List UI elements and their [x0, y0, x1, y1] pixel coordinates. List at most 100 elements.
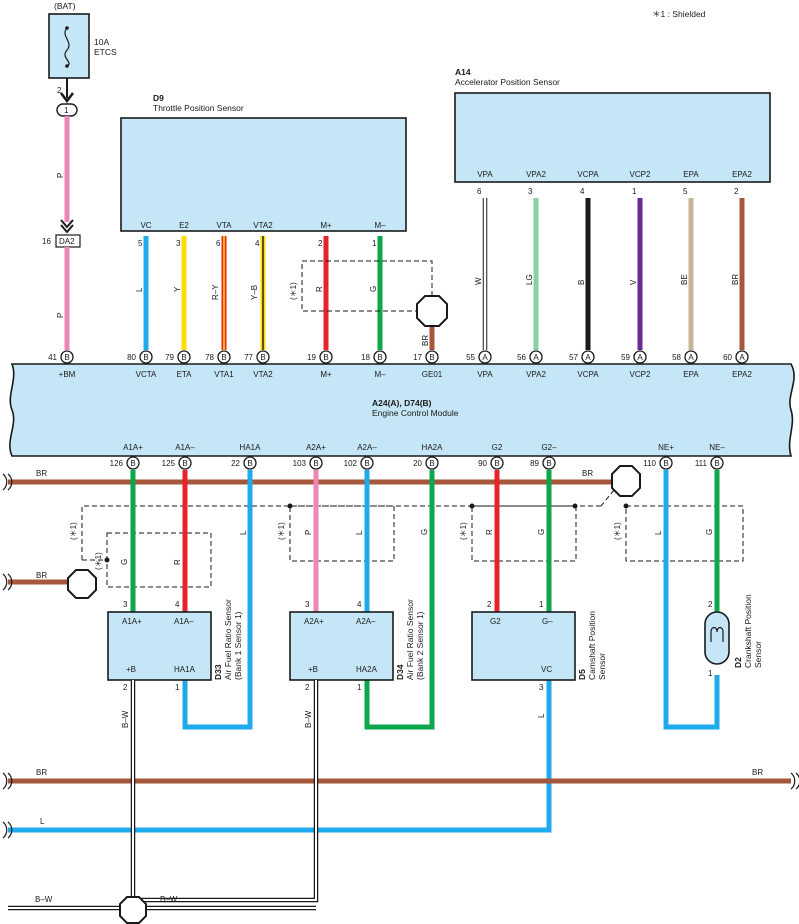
a14-wire-label: BE — [680, 274, 689, 285]
a14-wire-label: V — [629, 279, 638, 285]
fuse-name: ETCS — [94, 47, 117, 57]
ecm-bottom-pin-circle — [542, 456, 556, 470]
ecm-top-pin-conn: B — [221, 353, 226, 362]
bw-lbl-3: B–W — [35, 895, 53, 904]
w-g-3: G — [537, 529, 546, 535]
ecm-bottom-pin-circle — [178, 456, 192, 470]
d33-name1: Air Fuel Ratio Sensor — [223, 599, 233, 680]
fuse-amp: 10A — [94, 37, 109, 47]
ecm-top-pin-conn: B — [181, 353, 186, 362]
ecm-top-pin-circle — [319, 350, 333, 364]
a14-pin-label: VPA — [477, 170, 493, 179]
junction-name: DA2 — [59, 237, 75, 246]
ecm-name: Engine Control Module — [372, 408, 459, 418]
ecm-top-pin-num: 58 — [672, 353, 681, 362]
d9-pin-label: VC — [140, 221, 151, 230]
d2-box — [704, 611, 730, 665]
ecm-top-pin-label: VCP2 — [630, 370, 651, 379]
ecm-top-pin-conn: A — [739, 353, 745, 362]
wire-yb-vta2: Y–B — [250, 285, 259, 300]
br-label-5: BR — [752, 768, 763, 777]
d5-br: VC — [541, 665, 552, 674]
wire-shield-d9: (＊1) — [289, 282, 298, 300]
ecm-top-pin-conn: A — [637, 353, 643, 362]
d5-box — [471, 611, 576, 681]
ecm-top-pin-circle — [735, 350, 749, 364]
ecm-top-pin-label: VTA2 — [253, 370, 273, 379]
a14-pin-num: 2 — [734, 187, 739, 196]
ecm-bottom-pin-label: A1A– — [175, 443, 195, 452]
d34-name1: Air Fuel Ratio Sensor — [405, 599, 415, 680]
d9-pin-label: E2 — [179, 221, 189, 230]
w-g-2: G — [420, 529, 429, 535]
a14-box — [454, 92, 771, 183]
wire-br-ge: BR — [421, 335, 430, 346]
ecm-bottom-pin-conn: B — [364, 459, 369, 468]
d34-br: HA2A — [356, 665, 378, 674]
br-label-4: BR — [36, 768, 47, 777]
conn-1-num: 1 — [64, 106, 69, 115]
ecm-top-pin-label: VPA — [477, 370, 493, 379]
ecm-bottom-pin-circle — [490, 456, 504, 470]
ecm-bottom-pin-conn: B — [313, 459, 318, 468]
bw-lbl-1: B–W — [121, 710, 130, 728]
ecm-bottom-pin-num: 90 — [478, 459, 487, 468]
ecm-top-pin-label: ETA — [177, 370, 193, 379]
d5-tr: G– — [542, 617, 553, 626]
shield-dots — [104, 503, 629, 563]
d33-n-br: 1 — [175, 683, 180, 692]
ecm-top-pin-num: 19 — [307, 353, 316, 362]
d33-bl: +B — [126, 665, 136, 674]
ecm-bottom-pin-num: 126 — [110, 459, 124, 468]
sensor-wires — [8, 470, 791, 833]
ecm-top-pin-circle — [217, 350, 231, 364]
ecm-bottom-pin-conn: B — [130, 459, 135, 468]
ecm-bottom-pin-num: 111 — [695, 459, 708, 468]
ecm-top-pin-conn: B — [377, 353, 382, 362]
ecm-bottom-pin-num: 125 — [162, 459, 176, 468]
ecm-bottom-pins: A1A+B126A1A–B125HA1AB22A2A+B103A2A–B102H… — [110, 443, 725, 470]
shield-lbl-3: (＊1) — [277, 522, 286, 540]
d9-code: D9 — [153, 93, 164, 103]
d33-br: HA1A — [174, 665, 196, 674]
ecm-top-pin-conn: B — [260, 353, 265, 362]
d34-n-tr: 4 — [357, 600, 362, 609]
ecm-top-pin-label: VTA1 — [214, 370, 234, 379]
a14-pin-num: 1 — [632, 187, 637, 196]
ecm-bottom-pin-circle — [126, 456, 140, 470]
ecm-top-pin-label: EPA2 — [732, 370, 752, 379]
ecm-top-pin-circle — [256, 350, 270, 364]
d9-pin-label: M– — [374, 221, 386, 230]
left-ground-icon — [67, 569, 97, 599]
ecm-top-pin-conn: A — [585, 353, 591, 362]
bat-title: (BAT) — [54, 1, 76, 11]
ecm-top-pin-circle — [478, 350, 492, 364]
wire-ry-vta: R–Y — [211, 284, 220, 300]
d9-pin-label: M+ — [320, 221, 332, 230]
d5-name1: Camshaft Position — [587, 611, 597, 680]
ecm-top-pins: B41+BMB80VCTAB79ETAB78VTA1B77VTA2B19M+B1… — [48, 350, 752, 379]
d9-pin-num: 4 — [255, 239, 260, 248]
ecm-top-pin-circle — [529, 350, 543, 364]
ecm-top-pin-num: 77 — [244, 353, 253, 362]
ecm-top-pin-label: M+ — [320, 370, 332, 379]
d34-bl: +B — [308, 665, 318, 674]
ecm-bottom-pin-conn: B — [663, 459, 668, 468]
a14-pin-num: 6 — [477, 187, 482, 196]
ecm-bottom-pin-num: 89 — [530, 459, 539, 468]
bw-wires — [8, 680, 319, 924]
wire-r-m: R — [315, 286, 324, 292]
fuse-pin: 2 — [57, 86, 62, 95]
ecm-bottom-pin-label: G2– — [541, 443, 557, 452]
d34-code: D34 — [395, 664, 405, 680]
bw-lbl-2: B–W — [304, 710, 313, 728]
ecm-bottom-pin-num: 103 — [293, 459, 307, 468]
ecm-bottom-pin-label: A1A+ — [123, 443, 143, 452]
ecm-top-pin-conn: B — [143, 353, 148, 362]
ecm-bottom-pin-conn: B — [546, 459, 551, 468]
d9-name: Throttle Position Sensor — [153, 103, 244, 113]
a14-wire-label: BR — [731, 274, 740, 285]
ecm-top-pin-circle — [177, 350, 191, 364]
